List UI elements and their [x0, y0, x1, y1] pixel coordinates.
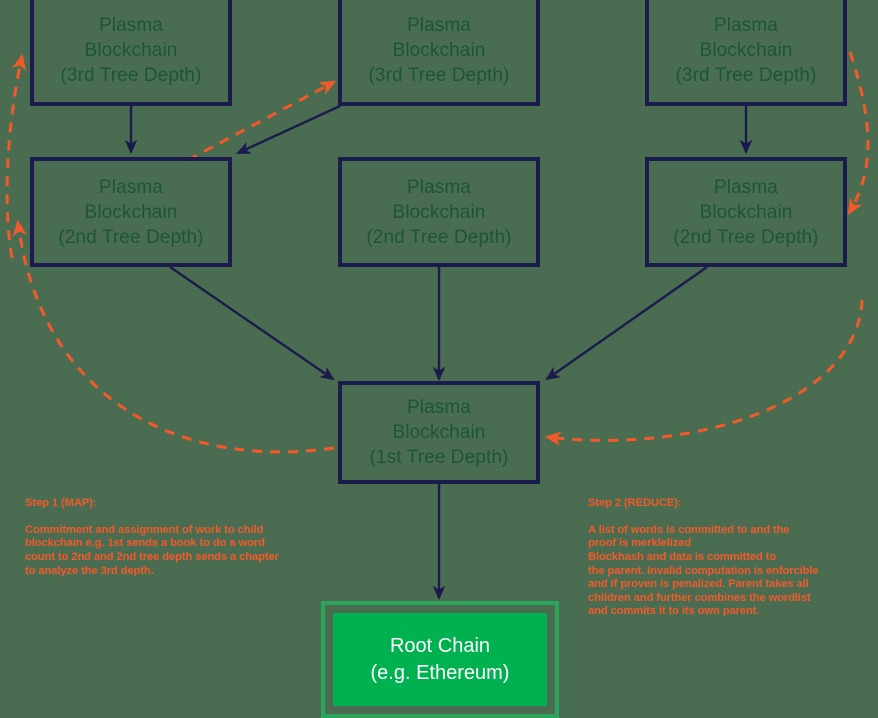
note-step-2-body: A list of words is committed to and the …: [588, 523, 819, 618]
edge-2nd-right-to-1st: [545, 266, 708, 381]
edge-map-left-upper: [5, 53, 27, 259]
edge-3rd-middle-to-2nd-left: [236, 104, 341, 155]
edge-2nd-left-to-1st: [169, 266, 335, 381]
edge-reduce-right-upper: [847, 51, 870, 216]
node-plasma-3rd-left[interactable]: Plasma Blockchain (3rd Tree Depth): [30, 0, 232, 106]
node-plasma-3rd-right[interactable]: Plasma Blockchain (3rd Tree Depth): [645, 0, 847, 106]
note-step-2: Step 2 (REDUCE): A list of words is comm…: [588, 483, 858, 619]
node-label: Plasma Blockchain (2nd Tree Depth): [673, 176, 819, 248]
edge-reduce-right-lower: [544, 299, 864, 446]
node-label: Plasma Blockchain (3rd Tree Depth): [675, 14, 817, 86]
note-step-1-title: Step 1 (MAP):: [25, 496, 97, 509]
root-chain-outline: [321, 601, 559, 718]
node-label: Plasma Blockchain (1st Tree Depth): [369, 397, 509, 468]
node-root-chain[interactable]: Root Chain (e.g. Ethereum): [333, 613, 547, 706]
note-step-1-body: Commitment and assignment of work to chi…: [25, 523, 279, 577]
note-step-1: Step 1 (MAP): Commitment and assignment …: [25, 483, 330, 578]
node-plasma-2nd-left[interactable]: Plasma Blockchain (2nd Tree Depth): [30, 157, 232, 267]
node-label: Plasma Blockchain (2nd Tree Depth): [366, 176, 512, 248]
node-plasma-2nd-right[interactable]: Plasma Blockchain (2nd Tree Depth): [645, 157, 847, 267]
node-plasma-3rd-middle[interactable]: Plasma Blockchain (3rd Tree Depth): [338, 0, 540, 106]
node-label: Plasma Blockchain (3rd Tree Depth): [368, 14, 510, 86]
node-label: Plasma Blockchain (2nd Tree Depth): [58, 176, 204, 248]
note-step-2-title: Step 2 (REDUCE):: [588, 496, 682, 509]
node-label: Plasma Blockchain (3rd Tree Depth): [60, 14, 202, 86]
node-plasma-1st[interactable]: Plasma Blockchain (1st Tree Depth): [338, 381, 540, 484]
node-label: Root Chain (e.g. Ethereum): [370, 634, 510, 684]
node-plasma-2nd-middle[interactable]: Plasma Blockchain (2nd Tree Depth): [338, 157, 540, 267]
